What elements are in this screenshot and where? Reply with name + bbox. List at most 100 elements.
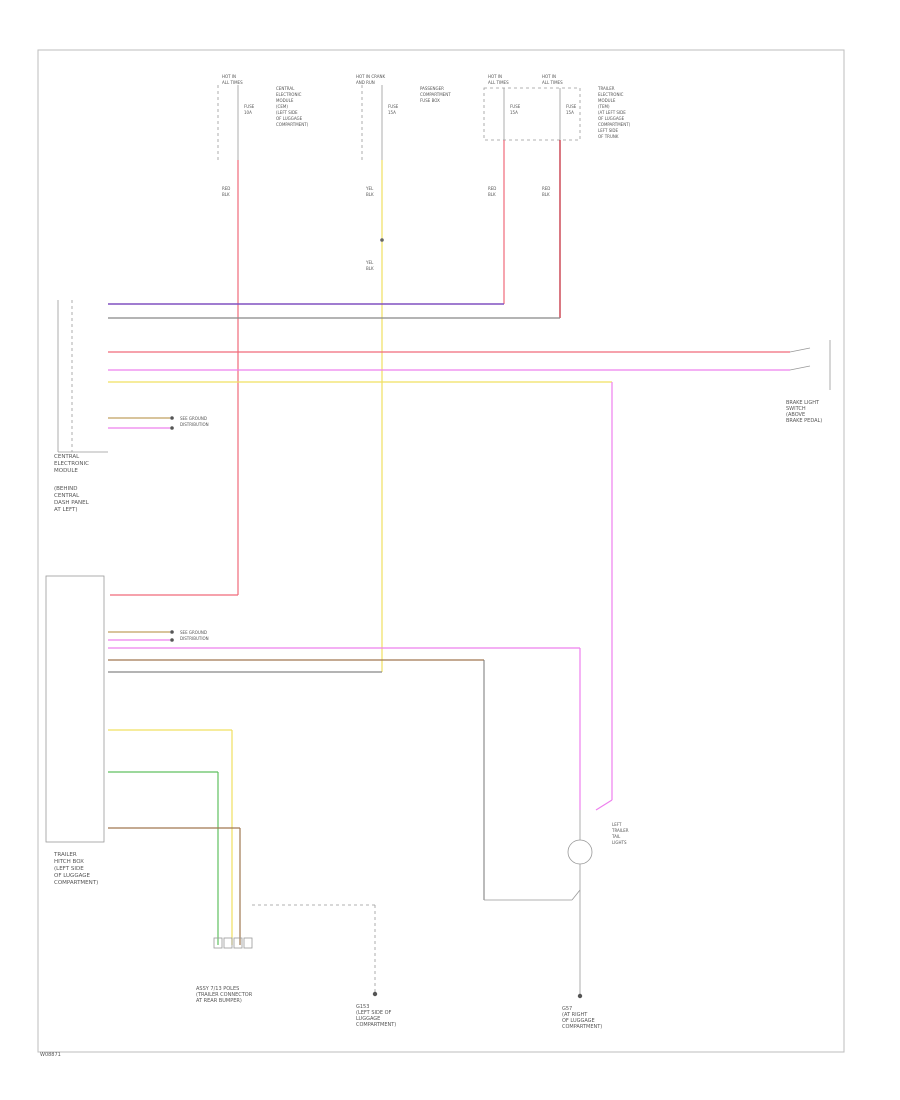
tm-label-2: HITCH BOX (54, 859, 84, 865)
svg-text:FUSE: FUSE (566, 104, 577, 109)
bs-label-4: BRAKE PEDAL) (786, 418, 822, 424)
svg-text:10A: 10A (244, 110, 252, 115)
ref-dot-3 (170, 630, 174, 634)
see-ground-label-1: SEE GROUND DISTRIBUTION (180, 416, 209, 427)
cem-label-1: CENTRAL (54, 454, 80, 460)
relay-label-3: TAIL (611, 834, 621, 839)
svg-text:FUSE BOX: FUSE BOX (420, 98, 440, 103)
gl-label-3: LUGGAGE (356, 1016, 380, 1022)
svg-text:AND RUN: AND RUN (356, 80, 375, 85)
cem-module (57, 300, 108, 453)
trailer-module-label: TRAILER HITCH BOX (LEFT SIDE OF LUGGAGE … (53, 852, 98, 886)
see-ground-label-2: SEE GROUND DISTRIBUTION (180, 630, 209, 641)
trailer-connector-label: ASSY 7/13 POLES (TRAILER CONNECTOR AT RE… (196, 986, 253, 1004)
gr-label-1: G57 (562, 1006, 572, 1012)
trailer-module (45, 575, 105, 843)
ref-dot-4 (170, 638, 174, 642)
svg-text:YEL: YEL (365, 186, 374, 191)
svg-text:HOT IN CRANK: HOT IN CRANK (356, 74, 385, 79)
svg-text:15A: 15A (510, 110, 518, 115)
svg-text:RED: RED (488, 186, 496, 191)
gr-label-2: (AT RIGHT (562, 1012, 588, 1018)
trailer-connector (213, 904, 376, 992)
svg-text:HOT IN: HOT IN (542, 74, 556, 79)
sg2-label-1: SEE GROUND (180, 630, 207, 635)
fuse-box-2 (361, 85, 383, 160)
svg-text:15A: 15A (388, 110, 396, 115)
svg-text:BLK: BLK (366, 266, 374, 271)
relay-label-4: LIGHTS (612, 840, 627, 845)
svg-text:OF LUGGAGE: OF LUGGAGE (598, 116, 625, 121)
svg-text:FUSE: FUSE (388, 104, 399, 109)
svg-text:HOT IN: HOT IN (488, 74, 502, 79)
tc-label-3: AT REAR BUMPER) (196, 998, 242, 1004)
svg-text:TRAILER: TRAILER (597, 86, 615, 91)
svg-text:RED: RED (542, 186, 550, 191)
gl-label-1: G153 (356, 1004, 369, 1010)
tc-label-2: (TRAILER CONNECTOR (196, 992, 253, 998)
svg-text:(LEFT SIDE: (LEFT SIDE (276, 110, 298, 115)
gl-label-4: COMPARTMENT) (356, 1022, 396, 1028)
svg-text:COMPARTMENT): COMPARTMENT) (598, 122, 631, 127)
bs-label-3: (ABOVE (786, 412, 805, 418)
svg-text:ALL TIMES: ALL TIMES (222, 80, 243, 85)
brake-switch-label: BRAKE LIGHT SWITCH (ABOVE BRAKE PEDAL) (786, 400, 822, 424)
page-code: W08871 (40, 1052, 61, 1058)
svg-text:RED: RED (222, 186, 230, 191)
cem-loc-1: (BEHIND (54, 486, 78, 492)
svg-text:ALL TIMES: ALL TIMES (542, 80, 563, 85)
relay-label-2: TRAILER (611, 828, 629, 833)
svg-text:ELECTRONIC: ELECTRONIC (598, 92, 624, 97)
cem-label-2: ELECTRONIC (54, 461, 89, 467)
ground-right-label: G57 (AT RIGHT OF LUGGAGE COMPARTMENT) (562, 1006, 602, 1030)
tm-label-4: OF LUGGAGE (54, 873, 91, 879)
svg-text:COMPARTMENT): COMPARTMENT) (276, 122, 309, 127)
tm-label-3: (LEFT SIDE (54, 866, 84, 872)
sg1-label-2: DISTRIBUTION (180, 422, 209, 427)
svg-text:LEFT SIDE: LEFT SIDE (598, 128, 619, 133)
gr-label-4: COMPARTMENT) (562, 1024, 602, 1030)
svg-text:OF TRUNK: OF TRUNK (598, 134, 619, 139)
lamp (484, 810, 593, 994)
cem-loc-2: CENTRAL (54, 493, 80, 499)
wire-lamp-pink (595, 799, 613, 811)
svg-text:(CEM): (CEM) (276, 104, 288, 109)
svg-text:FUSE: FUSE (244, 104, 255, 109)
tm-label-1: TRAILER (53, 852, 77, 858)
svg-text:COMPARTMENT: COMPARTMENT (420, 92, 451, 97)
ground-left-label: G153 (LEFT SIDE OF LUGGAGE COMPARTMENT) (356, 1004, 396, 1028)
bs-label-1: BRAKE LIGHT (786, 400, 820, 406)
svg-text:BLK: BLK (222, 192, 230, 197)
svg-text:CENTRAL: CENTRAL (276, 86, 295, 91)
svg-text:ELECTRONIC: ELECTRONIC (276, 92, 302, 97)
sg2-label-2: DISTRIBUTION (180, 636, 209, 641)
svg-text:MODULE: MODULE (598, 98, 616, 103)
ref-dot-1 (170, 416, 174, 420)
gl-label-2: (LEFT SIDE OF (356, 1010, 392, 1016)
relay-label-1: LEFT (612, 822, 622, 827)
svg-text:(AT LEFT SIDE: (AT LEFT SIDE (598, 110, 626, 115)
svg-text:OF LUGGAGE: OF LUGGAGE (276, 116, 303, 121)
splice-yel (380, 238, 384, 242)
fuse-box-1 (217, 85, 239, 160)
svg-text:BLK: BLK (488, 192, 496, 197)
cem-loc-3: DASH PANEL (54, 500, 90, 506)
svg-text:MODULE: MODULE (276, 98, 294, 103)
svg-text:PASSENGER: PASSENGER (420, 86, 444, 91)
svg-text:YEL: YEL (365, 260, 374, 265)
diagram-border (37, 49, 845, 1053)
sg1-label-1: SEE GROUND (180, 416, 207, 421)
svg-text:BLK: BLK (366, 192, 374, 197)
fuse-box-3 (483, 87, 581, 141)
svg-text:15A: 15A (566, 110, 574, 115)
svg-text:ALL TIMES: ALL TIMES (488, 80, 509, 85)
relay-label: LEFT TRAILER TAIL LIGHTS (611, 822, 629, 845)
gr-label-3: OF LUGGAGE (562, 1018, 595, 1024)
svg-text:FUSE: FUSE (510, 104, 521, 109)
cem-loc-4: AT LEFT) (54, 507, 78, 513)
svg-text:HOT IN: HOT IN (222, 74, 236, 79)
svg-text:BLK: BLK (542, 192, 550, 197)
svg-text:(TEM): (TEM) (598, 104, 610, 109)
